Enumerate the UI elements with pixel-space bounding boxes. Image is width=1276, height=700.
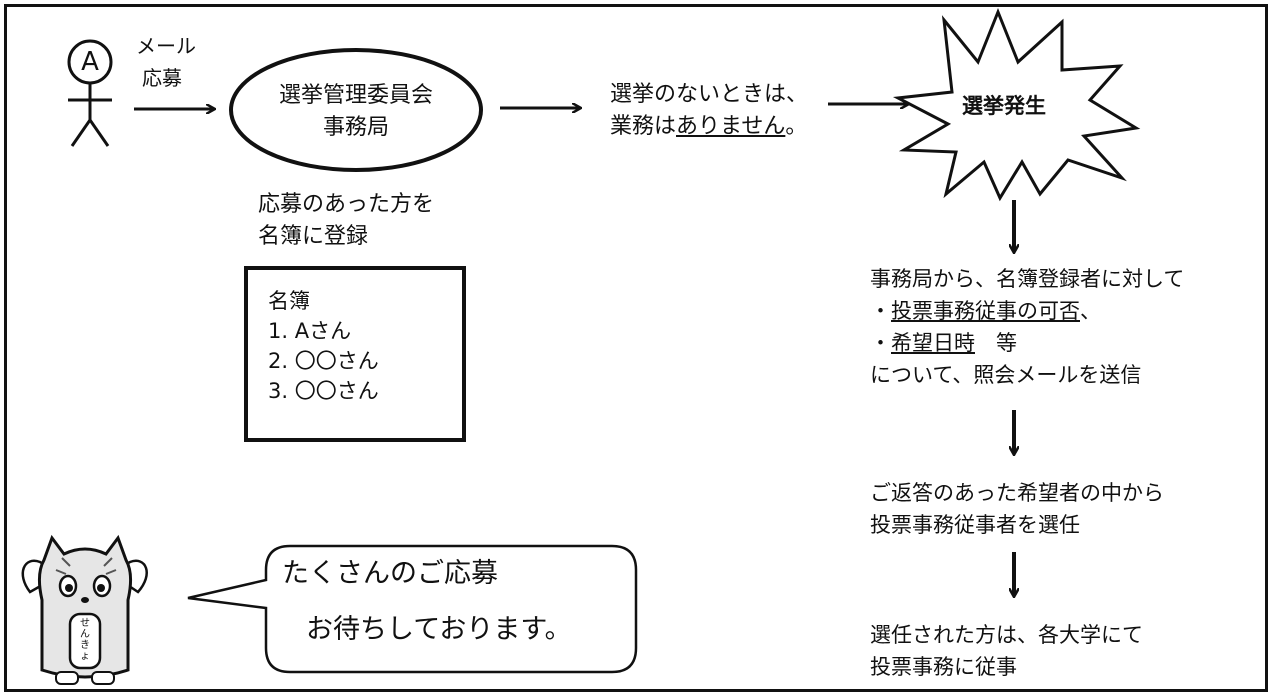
mail-label: メール xyxy=(136,34,196,58)
register-note-line2: 名簿に登録 xyxy=(258,224,369,249)
assignment-line1: 選任された方は、各大学にて xyxy=(870,623,1143,647)
inquiry-line1: 事務局から、名簿登録者に対して xyxy=(870,267,1185,291)
selection-line2: 投票事務従事者を選任 xyxy=(870,513,1080,537)
inquiry-bullet1-suffix: 、 xyxy=(1080,299,1101,323)
no-election-underlined: ありません xyxy=(676,114,786,139)
no-election-prefix: 業務は xyxy=(610,114,677,139)
election-label: 選挙発生 xyxy=(962,94,1046,118)
no-election-line2: 業務はありません。 xyxy=(610,112,807,142)
inquiry-bullet2-suffix: 等 xyxy=(975,331,1017,355)
applicant-label: A xyxy=(81,47,99,77)
inquiry-bullet2: ・希望日時 等 xyxy=(870,328,1017,358)
register-entry: 2. 〇〇さん xyxy=(268,349,379,373)
mascot-badge-text: せんきょ xyxy=(80,618,90,662)
bullet-mark: ・ xyxy=(870,299,891,323)
register-entry: 3. 〇〇さん xyxy=(268,379,379,403)
register-title: 名簿 xyxy=(268,289,310,313)
no-election-line1: 選挙のないときは、 xyxy=(610,82,809,107)
diagram-frame xyxy=(4,4,1268,692)
speech-line2: お待ちしております。 xyxy=(306,614,572,645)
bullet-mark: ・ xyxy=(870,331,891,355)
register-entry: 1. Aさん xyxy=(268,319,352,343)
committee-office: 事務局 xyxy=(322,115,389,140)
no-election-suffix: 。 xyxy=(785,114,808,139)
applicant-figure xyxy=(67,39,113,147)
assignment-line2: 投票事務に従事 xyxy=(870,655,1017,679)
mascot xyxy=(21,534,148,685)
committee-ellipse xyxy=(229,48,483,172)
selection-line1: ご返答のあった希望者の中から xyxy=(870,481,1164,505)
inquiry-line4: について、照会メールを送信 xyxy=(870,363,1142,387)
speech-line1: たくさんのご応募 xyxy=(282,558,498,589)
election-burst xyxy=(892,7,1141,202)
apply-label: 応募 xyxy=(142,66,182,90)
register-note-line1: 応募のあった方を xyxy=(258,192,435,217)
speech-bubble xyxy=(187,544,638,674)
inquiry-bullet1: ・投票事務従事の可否、 xyxy=(870,296,1101,326)
register-box: 名簿 1. Aさん 2. 〇〇さん 3. 〇〇さん xyxy=(244,266,466,442)
committee-name: 選挙管理委員会 xyxy=(278,83,433,108)
inquiry-bullet2-underlined: 希望日時 xyxy=(891,331,975,355)
inquiry-bullet1-underlined: 投票事務従事の可否 xyxy=(891,299,1080,323)
